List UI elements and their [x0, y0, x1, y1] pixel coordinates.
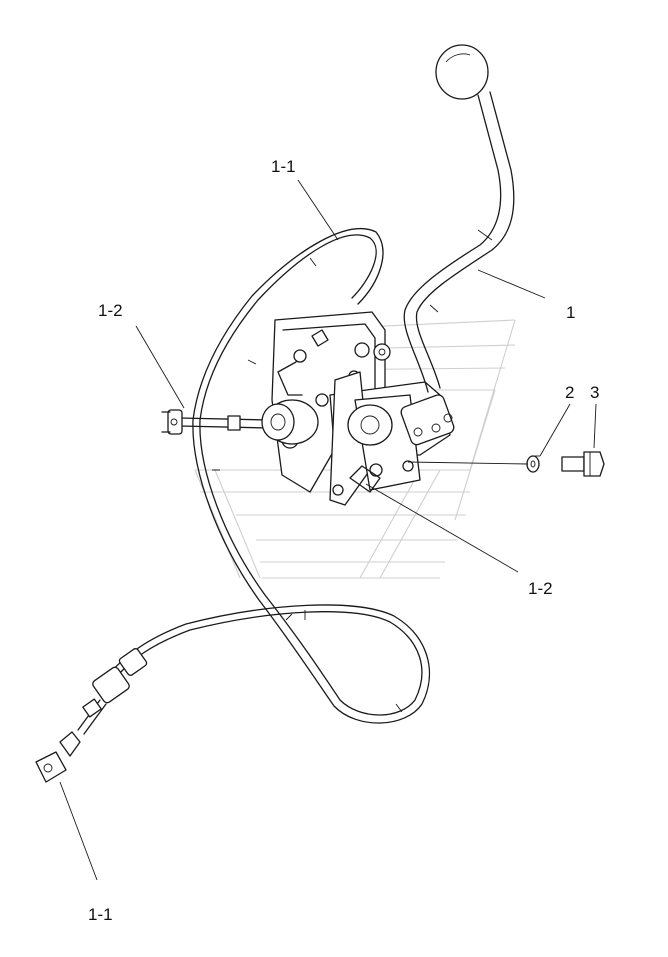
bolt-part	[561, 451, 605, 477]
shift-knob	[435, 44, 489, 100]
callout-cable-bottom: 1-1	[88, 905, 113, 924]
left-clevis-rod	[161, 409, 269, 435]
callout-cable-top: 1-1	[271, 157, 296, 176]
callout-clevis-left: 1-2	[98, 301, 123, 320]
shift-lever	[403, 44, 515, 393]
washer-part	[526, 455, 540, 473]
callout-bolt: 3	[590, 383, 599, 402]
callout-washer: 2	[565, 383, 574, 402]
leader-lines	[59, 179, 597, 881]
shift-cable	[105, 228, 430, 724]
watermark-logo	[194, 319, 516, 579]
lower-cable-end	[35, 648, 148, 783]
callout-clevis-right: 1-2	[528, 579, 553, 598]
callout-lever: 1	[566, 303, 575, 322]
